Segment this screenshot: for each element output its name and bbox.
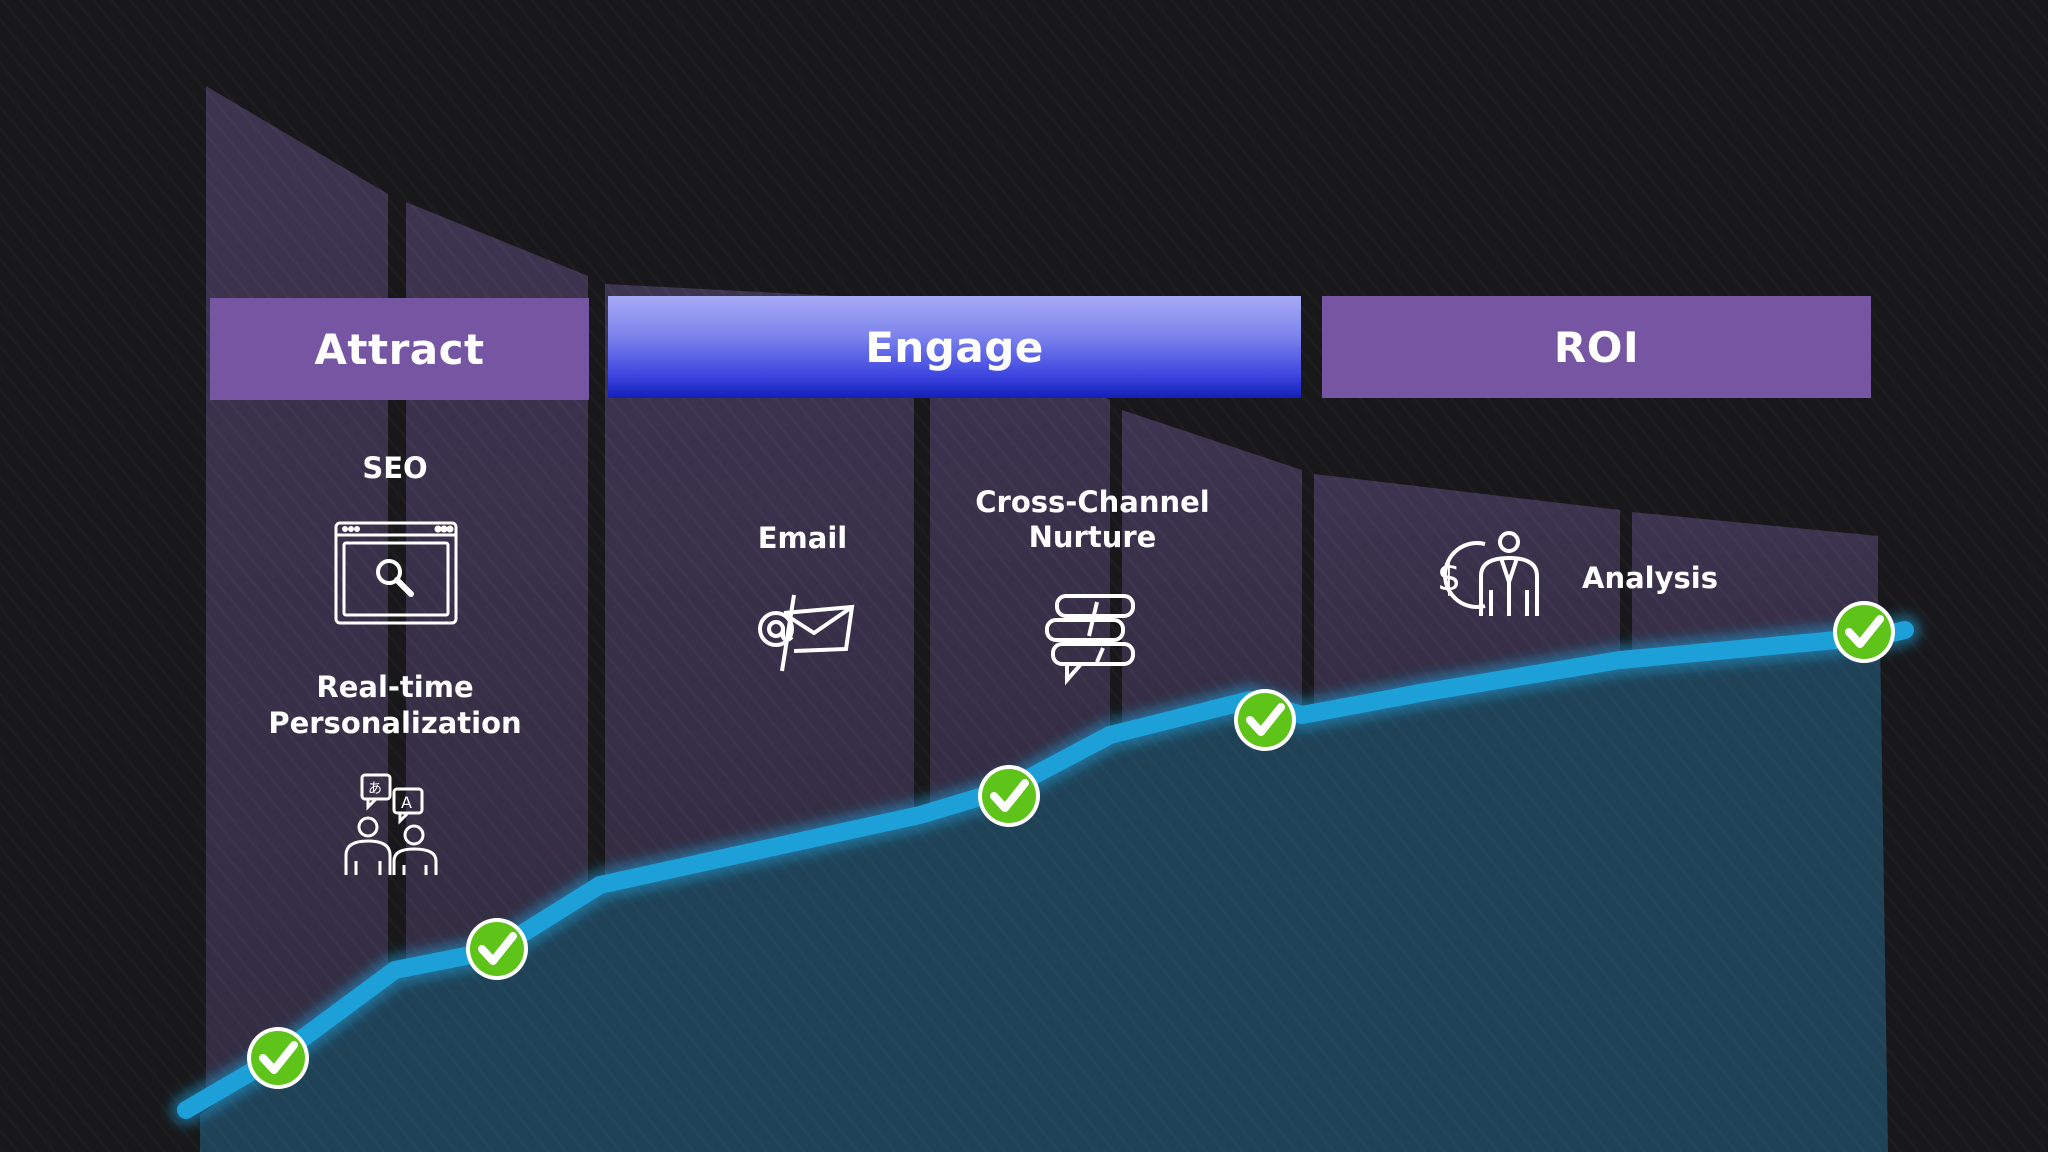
svg-text:あ: あ — [368, 781, 382, 797]
checkpoint-2-check-icon — [466, 918, 528, 980]
label-analysis: Analysis — [1582, 561, 1718, 595]
checkpoint-1-check-icon — [247, 1027, 309, 1089]
label-nurture: Cross-Channel Nurture — [975, 485, 1210, 554]
checkpoint-4-check-icon — [1234, 689, 1296, 751]
email-at-icon — [758, 594, 855, 672]
stage-header-engage: Engage — [608, 296, 1301, 398]
growth-line — [177, 621, 1914, 1119]
chat-bubbles-icon — [1045, 594, 1135, 686]
browser-search-icon — [334, 521, 458, 625]
svg-text:$: $ — [1437, 555, 1461, 599]
label-personalization: Real-time Personalization — [268, 670, 522, 740]
people-translate-icon: あ A — [344, 773, 438, 875]
checkpoint-5-check-icon — [1833, 601, 1895, 663]
stage-header-roi: ROI — [1322, 296, 1871, 398]
label-email: Email — [757, 521, 848, 555]
stage-header-attract: Attract — [210, 298, 589, 400]
checkpoint-3-check-icon — [978, 765, 1040, 827]
svg-text:A: A — [401, 793, 412, 812]
label-seo: SEO — [362, 451, 428, 485]
dollar-person-icon: $ — [1437, 531, 1539, 616]
